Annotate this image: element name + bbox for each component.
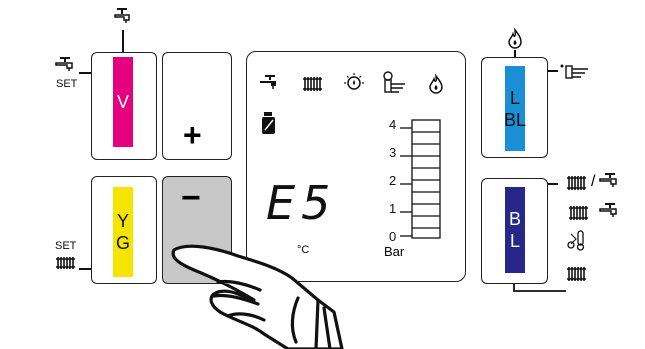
dhw-set-button[interactable]: V	[91, 52, 157, 160]
tap-icon	[598, 172, 620, 192]
b-l-strip: B L	[505, 187, 525, 273]
chimney-sweep-icon	[259, 110, 279, 136]
flame-icon	[428, 74, 444, 94]
radiator-icon	[566, 174, 588, 192]
mode-button[interactable]: B L	[481, 178, 548, 284]
error-code: E5	[266, 178, 336, 228]
scale-tick-2: 2	[389, 173, 396, 188]
radiator-set-icon	[55, 255, 77, 271]
radiator-icon	[568, 204, 590, 222]
yg-strip: Y G	[113, 187, 133, 277]
l-bl-strip-label-1: L	[510, 87, 520, 109]
tap-icon	[113, 6, 135, 28]
radiator-icon	[566, 265, 588, 283]
b-l-strip-label-1: B	[509, 208, 521, 230]
yg-strip-label-2: G	[116, 232, 130, 254]
tap-icon	[258, 74, 280, 94]
set-label-top: SET	[56, 78, 77, 90]
scale-tick-0: 0	[389, 229, 396, 244]
plus-button[interactable]: +	[162, 52, 232, 160]
yg-strip-label-1: Y	[117, 210, 129, 232]
pressure-bar-graph	[400, 118, 446, 242]
scale-tick-1: 1	[389, 201, 396, 216]
plus-label: +	[183, 119, 202, 151]
reset-hand-icon	[560, 60, 590, 82]
l-bl-strip-label-2: BL	[504, 109, 526, 131]
set-bottom-connector	[79, 268, 91, 270]
heating-set-button[interactable]: Y G	[91, 176, 157, 284]
unit-pressure: Bar	[384, 244, 404, 259]
burner-icon	[343, 72, 365, 94]
tap-set-icon	[54, 56, 76, 76]
radiator-icon	[302, 75, 324, 93]
tap-connector	[122, 30, 124, 52]
reset-connector	[548, 70, 558, 72]
pointing-hand-icon	[168, 238, 348, 349]
reset-hand-icon	[380, 70, 408, 96]
set-label-bottom: SET	[55, 240, 76, 252]
scale-tick-4: 4	[389, 117, 396, 132]
minus-label: −	[181, 181, 201, 215]
tap-icon	[598, 202, 620, 222]
l-bl-strip: L BL	[505, 66, 525, 151]
v-strip: V	[113, 57, 133, 147]
mode-bracket-connector	[510, 284, 568, 294]
mode-connector	[548, 183, 558, 185]
reset-button[interactable]: L BL	[481, 57, 548, 158]
b-l-strip-label-2: L	[510, 230, 520, 252]
outdoor-sensor-icon	[566, 228, 588, 252]
scale-tick-3: 3	[389, 145, 396, 160]
flame-icon	[507, 28, 523, 50]
legend-slash: /	[591, 173, 595, 191]
set-top-connector	[79, 72, 91, 74]
v-strip-label: V	[117, 91, 129, 113]
